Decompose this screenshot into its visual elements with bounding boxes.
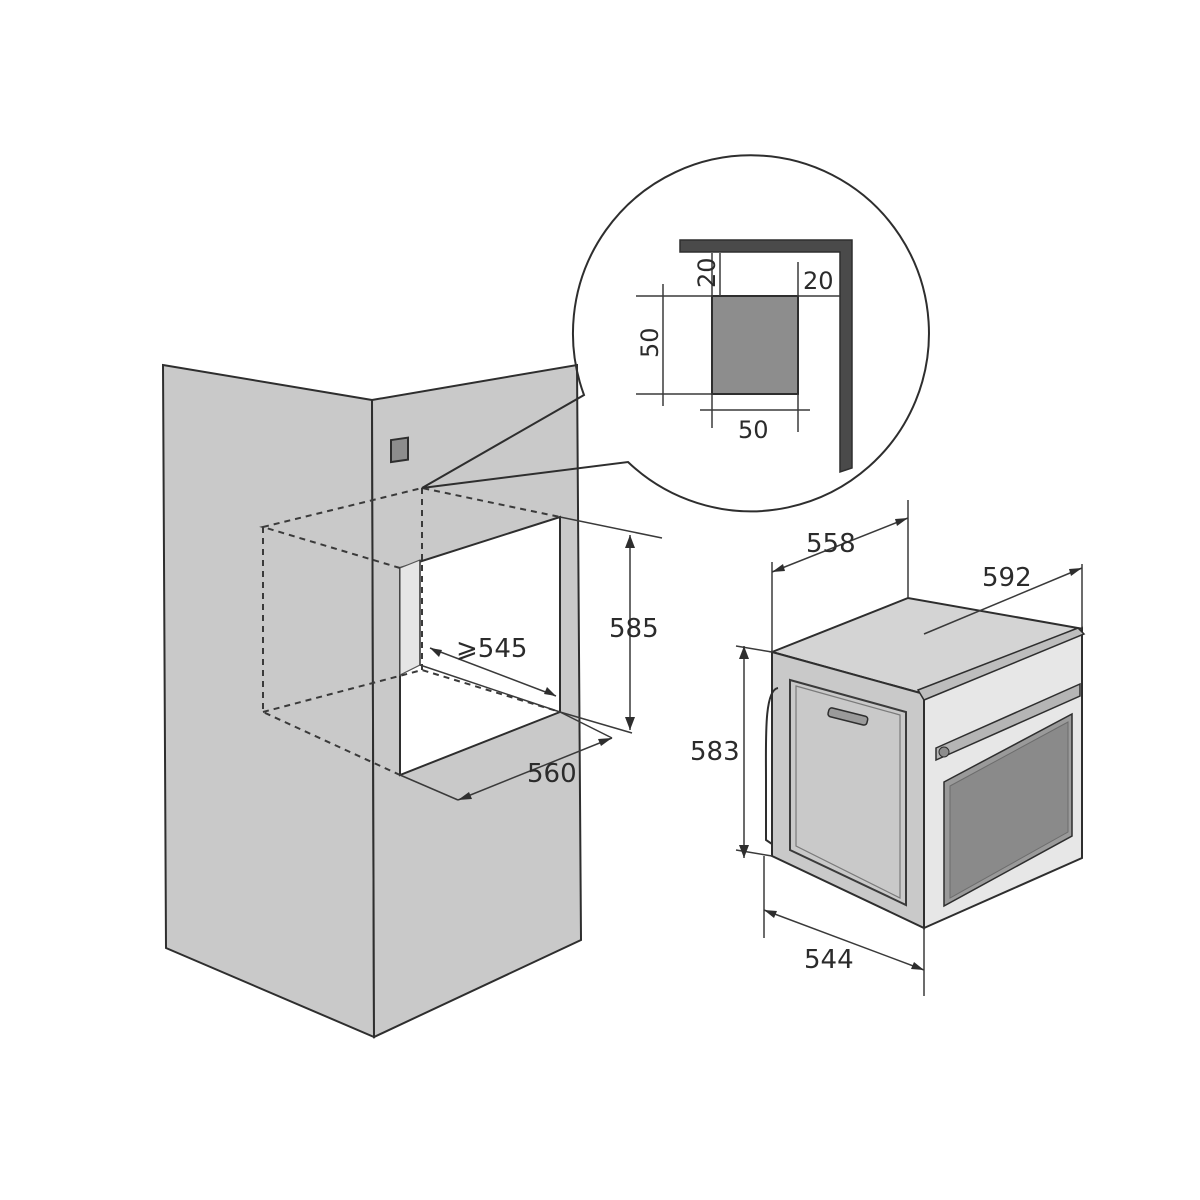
oven-side-panel (789, 678, 907, 907)
detail-callout: 20 20 50 50 (421, 154, 930, 513)
corner-profile (679, 239, 853, 474)
oven-control-panel (916, 627, 1086, 701)
ventilation-opening (390, 436, 409, 464)
oven-door-handle (935, 682, 1081, 762)
callout-bubble (421, 154, 930, 513)
oven-dimensions: 558 592 583 544 (690, 500, 1083, 996)
oven-side-handle (827, 707, 869, 726)
oven-front-width-label: 592 (982, 563, 1032, 593)
niche-depth-label: ⩾545 (456, 634, 527, 664)
detail-gap-side-label: 20 (803, 267, 834, 295)
cabinet (161, 363, 583, 1039)
detail-vent-square (711, 295, 799, 395)
detail-vent-height-label: 50 (636, 327, 664, 358)
detail-gap-top-label: 20 (693, 257, 721, 288)
niche-inner-wall (399, 559, 421, 676)
oven-body-width-label: 558 (806, 529, 856, 559)
niche-height-label: 585 (609, 614, 659, 644)
cabinet-side-panel (161, 363, 376, 1039)
oven-depth-label: 544 (804, 945, 854, 975)
detail-vent-width-label: 50 (738, 416, 769, 444)
niche-width-label: 560 (527, 759, 577, 789)
niche-hidden-outline (259, 486, 561, 776)
niche-floor (419, 664, 561, 713)
oven (764, 596, 1086, 930)
cabinet-dimensions: 585 ⩾545 560 (399, 516, 663, 801)
oven-side (771, 650, 925, 930)
oven-rear-bracket (764, 687, 779, 845)
oven-height-label: 583 (690, 737, 740, 767)
